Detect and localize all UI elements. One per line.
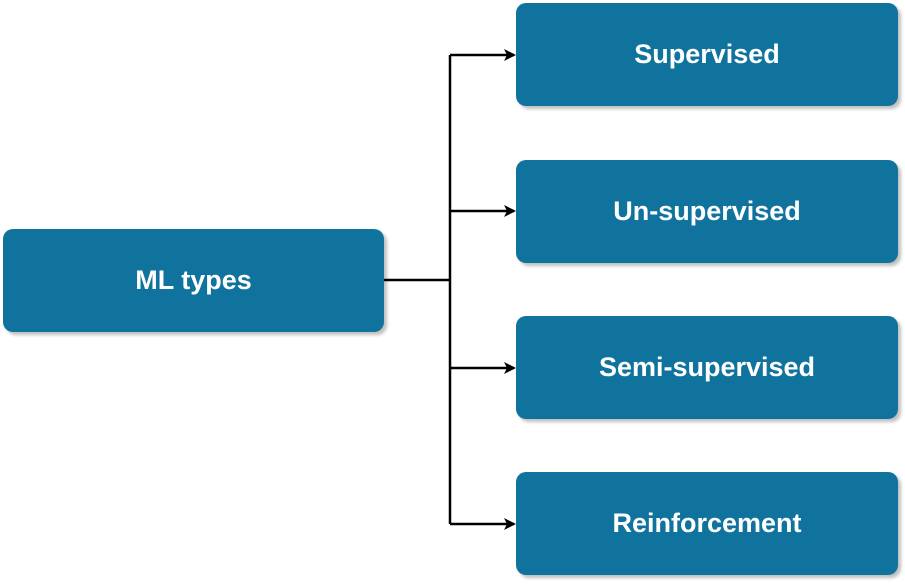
root-node-label: ML types: [135, 265, 252, 295]
child-node-supervised: Supervised: [516, 3, 898, 106]
child-node-label: Un-supervised: [613, 196, 801, 226]
child-node-label: Semi-supervised: [598, 352, 816, 382]
child-node-unsupervised: Un-supervised: [516, 160, 898, 263]
child-node-label: Reinforcement: [612, 508, 802, 538]
child-node-label: Supervised: [634, 39, 780, 69]
root-node: ML types: [3, 229, 384, 332]
child-node-reinforcement: Reinforcement: [516, 472, 898, 575]
child-node-semisupervised: Semi-supervised: [516, 316, 898, 419]
